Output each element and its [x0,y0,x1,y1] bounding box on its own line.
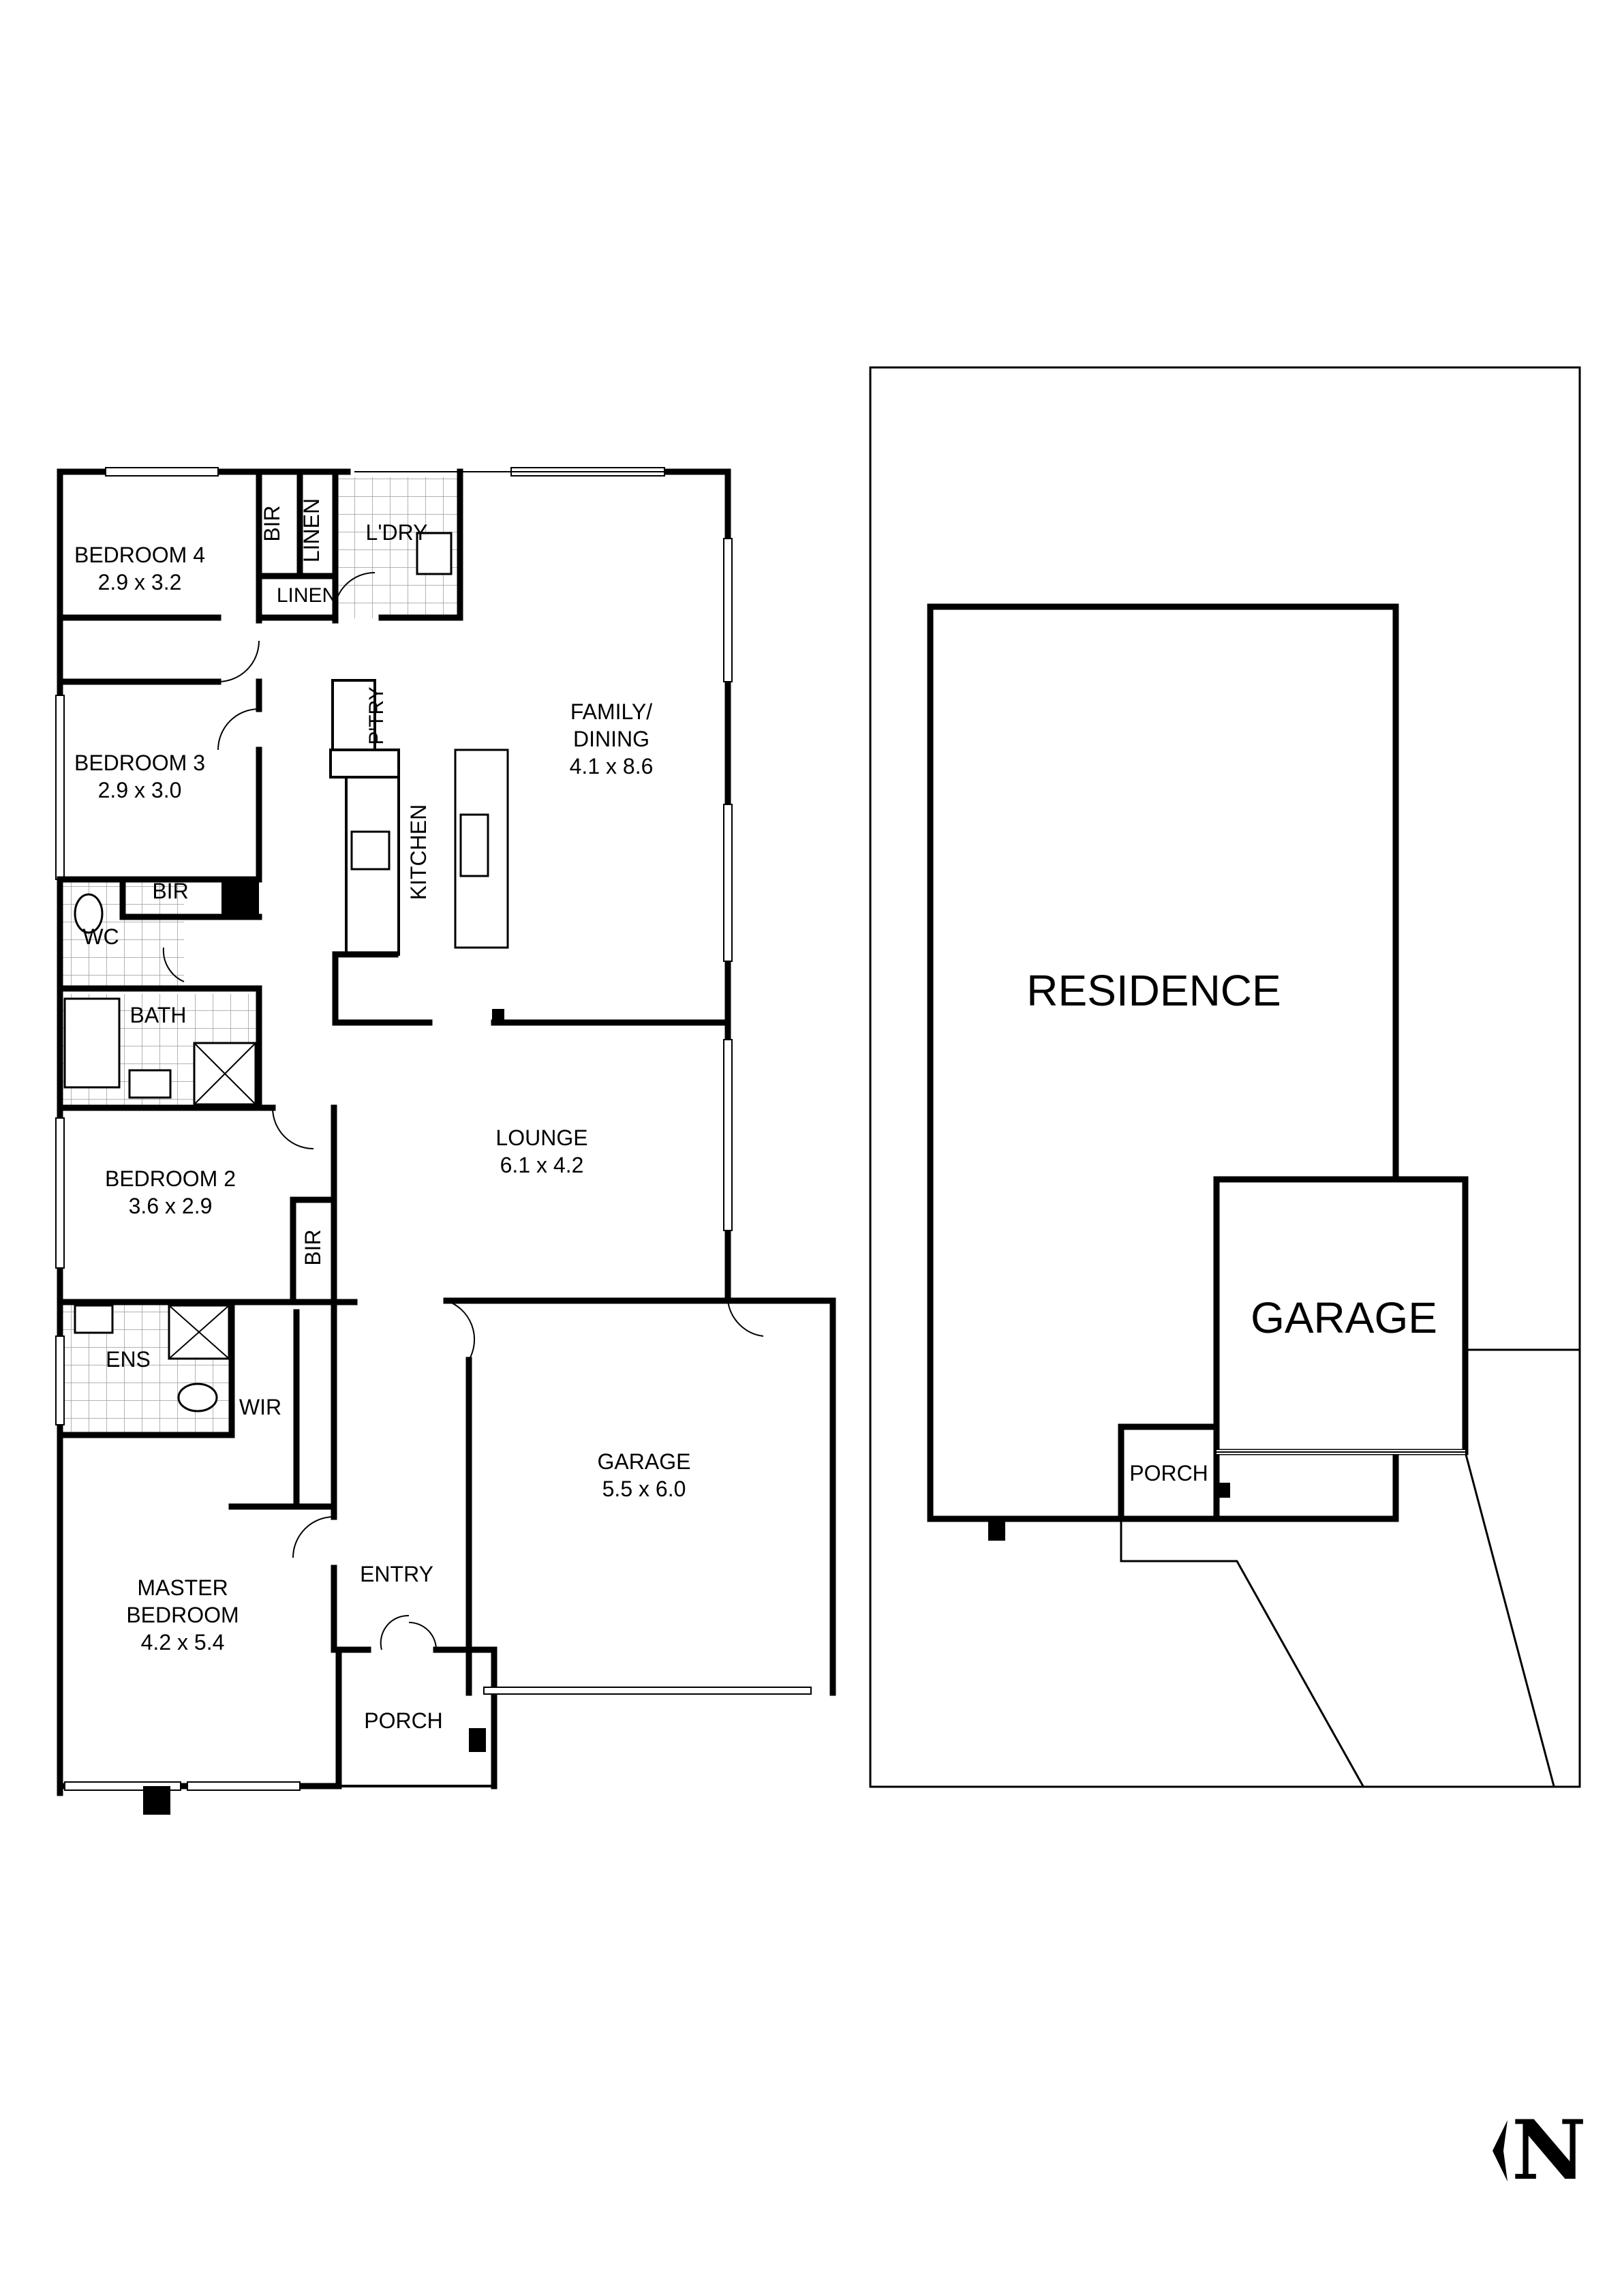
floor-plan: BEDROOM 4 2.9 x 3.2 BEDROOM 3 2.9 x 3.0 … [55,467,836,1815]
bedroom3-name: BEDROOM 3 [74,751,205,775]
sink [459,813,489,877]
bedroom4-name: BEDROOM 4 [74,543,205,567]
master-name-line1: MASTER [137,1575,228,1600]
pantry-label: P'TRY [365,686,388,744]
garage-size: 5.5 x 6.0 [602,1477,686,1501]
linen2-label: LINEN [277,584,337,607]
site-boundary [869,366,1581,1788]
bath-tub [63,997,121,1089]
bir-bed2-label: BIR [301,1229,325,1265]
bedroom2-name: BEDROOM 2 [105,1166,236,1191]
ensuite-vanity [74,1304,114,1334]
room-labels: BEDROOM 4 2.9 x 3.2 BEDROOM 3 2.9 x 3.0 … [74,498,690,1733]
family-size: 4.1 x 8.6 [570,754,654,779]
porch-label: PORCH [364,1708,443,1733]
interior-walls [57,468,731,1815]
bedroom2-size: 3.6 x 2.9 [129,1194,213,1218]
linen1-label: LINEN [299,498,324,562]
site-residence-label: RESIDENCE [1026,966,1281,1015]
site-driveway [1120,1519,1364,1787]
wc-label: WC [82,924,119,949]
north-letter: N [1512,2102,1587,2199]
site-garage [1213,1176,1469,1455]
fixtures [63,532,453,1413]
cooktop [350,830,391,871]
wir-label: WIR [239,1395,281,1419]
site-plan: RESIDENCE GARAGE PORCH [869,366,1581,1788]
bedroom3-size: 2.9 x 3.0 [98,778,182,802]
garage-name: GARAGE [598,1449,691,1474]
lounge-name: LOUNGE [495,1126,587,1150]
north-arrow: N [1493,2102,1587,2199]
family-name-line2: DINING [573,727,649,751]
doors [162,471,764,1650]
laundry-tub [416,532,453,575]
entry-label: ENTRY [360,1562,433,1586]
bir-bed3-label: BIR [152,879,188,903]
ens-label: ENS [106,1347,151,1372]
master-size: 4.2 x 5.4 [141,1630,225,1655]
windows [55,467,812,1791]
ensuite-toilet [177,1383,218,1413]
site-garage-label: GARAGE [1251,1293,1437,1342]
lounge-size: 6.1 x 4.2 [500,1153,584,1177]
wc-toilet [74,893,104,934]
bedroom4-size: 2.9 x 3.2 [98,570,182,594]
site-porch-label: PORCH [1129,1461,1208,1485]
bath-label: BATH [130,1003,187,1027]
bir-bed4-label: BIR [260,505,284,541]
kitchen-label: KITCHEN [406,804,431,900]
site-garage-path [1464,1451,1555,1787]
north-arrow-icon [1493,2120,1508,2181]
master-name-line2: BEDROOM [126,1603,239,1627]
laundry-label: L'DRY [366,520,428,545]
family-name-line1: FAMILY/ [570,699,652,724]
bath-vanity [128,1069,172,1099]
kitchen-joinery [329,679,509,1026]
site-porch [1118,1423,1220,1522]
